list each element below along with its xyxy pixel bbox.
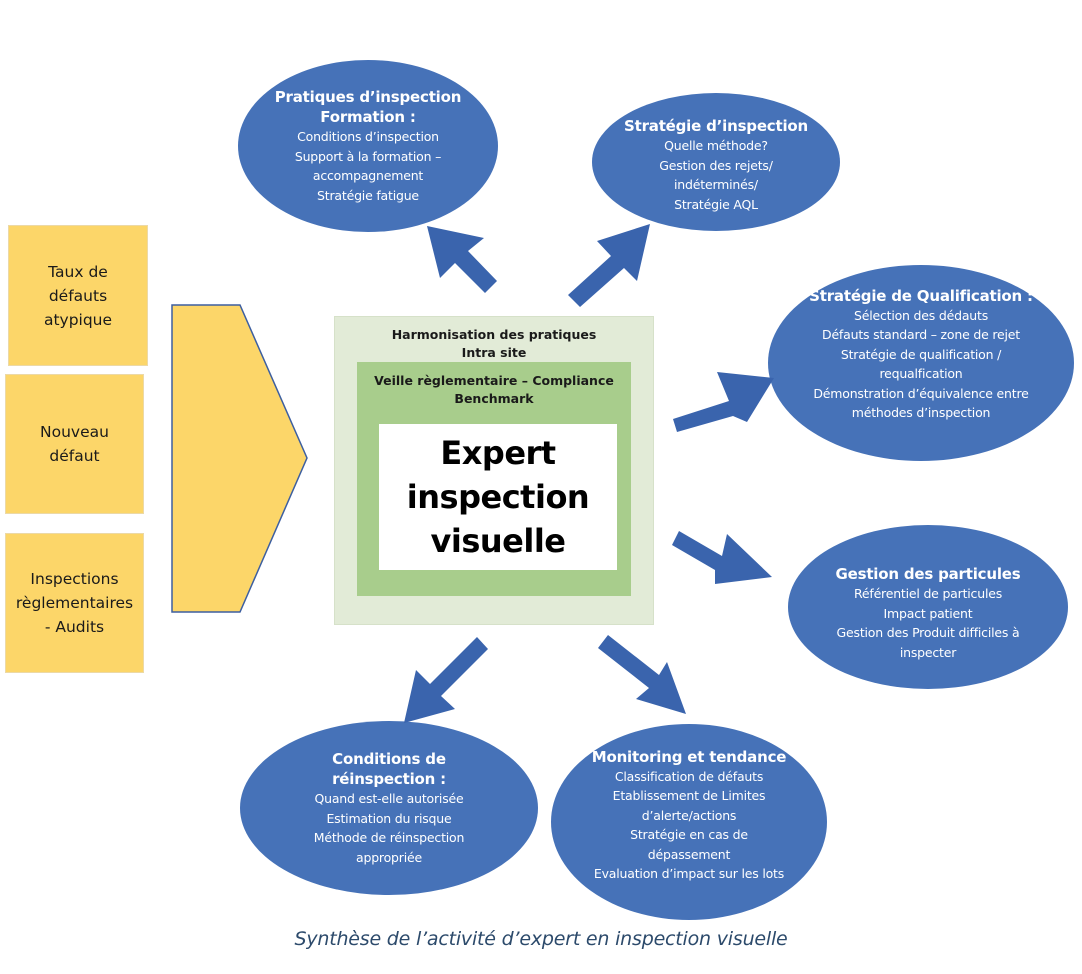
veille-label: Veille règlementaire – Compliance Benchm…: [374, 373, 614, 406]
harmonisation-label: Harmonisation des pratiques Intra site: [391, 327, 597, 360]
arrow-to-reinspection: [404, 637, 488, 723]
ellipse-pratiques: [238, 60, 498, 232]
input-note-nouveau-defaut: Nouveau défaut: [5, 374, 144, 514]
ellipse-monitoring: [551, 724, 827, 920]
activity-pratiques: Pratiques d’inspection Formation : Condi…: [274, 88, 462, 203]
activity-strategie-inspection: Stratégie d’inspection Quelle méthode? G…: [624, 117, 808, 212]
ellipse-qualification: [768, 265, 1074, 461]
input-note-inspections-audits: Inspections règlementaires - Audits: [5, 533, 144, 673]
arrow-to-qualification: [673, 372, 774, 432]
ellipse-strategie-inspection: [592, 93, 840, 231]
activity-qualification: Stratégie de Qualification : Sélection d…: [809, 286, 1033, 421]
figure-caption: Synthèse de l’activité d’expert en inspe…: [294, 928, 788, 950]
expert-core-label: Expert inspection visuelle: [406, 434, 590, 560]
arrow-to-pratiques: [427, 226, 497, 293]
input-chevron-arrow: [171, 304, 308, 613]
arrow-to-monitoring: [598, 635, 686, 714]
activity-monitoring: Monitoring et tendance Classification de…: [591, 747, 787, 882]
arrow-to-particules: [672, 531, 772, 584]
activity-particules: Gestion des particules Référentiel de pa…: [835, 565, 1021, 660]
expert-core-box: Expert inspection visuelle: [379, 424, 617, 570]
arrow-to-strategie-inspection: [568, 224, 650, 307]
input-note-taux-defauts: Taux de défauts atypique: [8, 225, 148, 366]
activity-reinspection: Conditions de réinspection : Quand est-e…: [313, 750, 465, 865]
ellipse-particules: [788, 525, 1068, 689]
ellipse-reinspection: [240, 721, 538, 895]
